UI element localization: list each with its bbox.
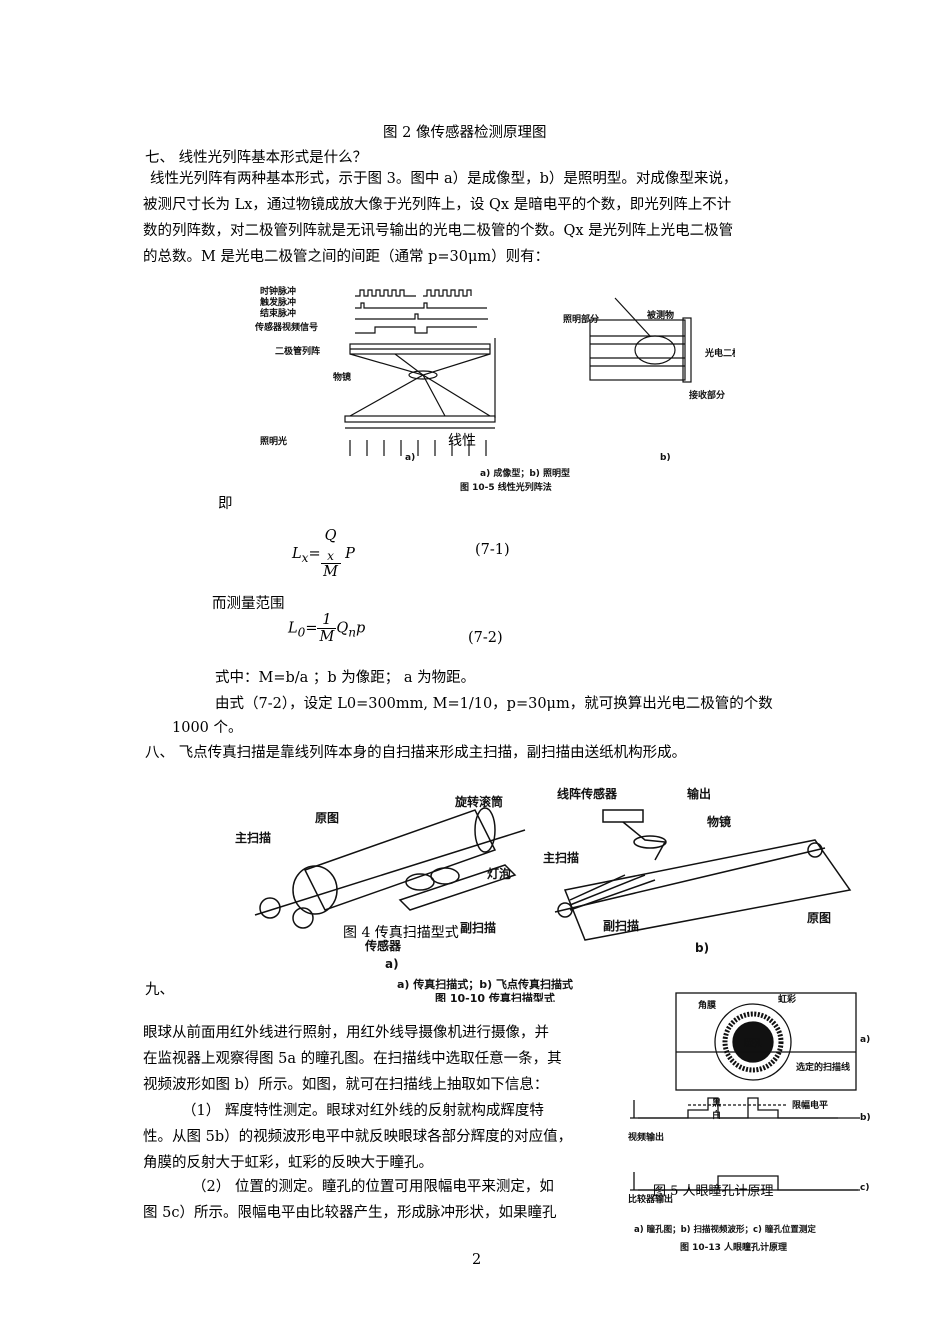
fig4-label-sensor: 传感器 — [364, 938, 402, 953]
fig3-label-photodiode: 光电二极管（20um） — [704, 347, 735, 359]
fig4-label-drum: 旋转滚筒 — [454, 794, 503, 809]
fig3-label-light: 照明光 — [260, 435, 287, 447]
section8-text: 八、 飞点传真扫描是靠线列阵本身的自扫描来形成主扫描，副扫描由送纸机构形成。 — [145, 745, 687, 761]
f1-num: Q — [324, 528, 337, 544]
measure-range-text: 而测量范围 — [212, 596, 285, 612]
f1-den: M — [323, 563, 338, 580]
s9-line-3: 视频波形如图 b）所示。如图，就可在扫描线上抽取如下信息： — [143, 1077, 549, 1093]
f2-tail-sub: n — [348, 625, 357, 640]
calc-line-2: 1000 个。 — [172, 720, 243, 736]
fig4-label-original-b: 原图 — [807, 911, 831, 925]
f2-num: 1 — [317, 612, 337, 629]
fig4-label-sub-scan: 副扫描 — [460, 920, 496, 935]
fig3-caption-1: a) 成像型；b) 照明型 — [480, 467, 570, 479]
fig5-label-black: 黑 — [712, 1098, 721, 1109]
fig4-label-sub-scan-b: 副扫描 — [603, 918, 639, 933]
fig5-sub-a: a) — [860, 1035, 870, 1045]
f2-tail: Q — [336, 620, 349, 637]
fig4-label-line-sensor: 线阵传感器 — [557, 786, 618, 801]
fig3-linear-array-diagram: 时钟脉冲 触发脉冲 结束脉冲 传感器视频信号 二极管列阵 物镜 照明光 照明部分… — [255, 285, 735, 493]
f2-den: M — [319, 629, 335, 645]
where-text: 式中：M=b/a ；b 为像距； a 为物距。 — [215, 670, 476, 686]
f1-tag: (7-1) — [475, 542, 510, 558]
fig5-label-comp-out: 比较器输出 — [628, 1193, 673, 1205]
fig3-label-object: 被测物 — [647, 309, 674, 321]
page-number: 2 — [472, 1252, 482, 1268]
fig5-caption-1: a) 瞳孔图；b) 扫描视频波形；c) 瞳孔位置测定 — [634, 1224, 816, 1235]
f1-lhs-sub: x — [301, 550, 309, 565]
fig3-caption-2: 图 10-5 线性光列阵法 — [460, 481, 552, 493]
fig2-caption: 图 2 像传感器检测原理图 — [383, 125, 547, 141]
fig4-overlay-text: 图 4 传真扫描型式 — [343, 925, 459, 941]
fig5-sub-c: c) — [860, 1183, 869, 1193]
fig4-label-main-scan-b: 主扫描 — [543, 850, 579, 865]
fig5-label-pupil: 瞳孔 — [744, 1037, 762, 1049]
fig3-label-illum-part: 照明部分 — [563, 313, 599, 325]
fig5-label-white: 白 — [712, 1109, 721, 1121]
s7-line-2: 被测尺寸长为 Lx，通过物镜成放大像于光列阵上，设 Qx 是暗电平的个数，即光列… — [143, 197, 732, 213]
section9-number: 九、 — [145, 982, 174, 998]
fig3-label-video: 传感器视频信号 — [255, 321, 318, 333]
s9-line-1: 眼球从前面用红外线进行照射，用红外线导摄像机进行摄像，并 — [143, 1025, 549, 1041]
fig5-pupillometer-diagram: 角膜 虹彩 瞳孔 选定的扫描线 黑 白 限幅电平 视频输出 比较器输出 a) b… — [628, 992, 871, 1253]
f2-tag: (7-2) — [468, 630, 503, 646]
fig4-label-original: 原图 — [315, 811, 339, 825]
fig5-label-limit: 限幅电平 — [792, 1099, 828, 1111]
f1-num-sub: x — [327, 548, 334, 563]
s7-line-1: 线性光列阵有两种基本形式，示于图 3。图中 a）是成像型，b）是照明型。对成像型… — [150, 171, 738, 187]
calc-line-1: 由式（7-2），设定 L0=300mm, M=1/10，p=30μm，就可换算出… — [215, 696, 773, 712]
fig4-label-lamp: 灯泡 — [487, 866, 511, 881]
fig3-label-end: 结束脉冲 — [260, 307, 296, 319]
f1-lhs: L — [292, 545, 302, 562]
fig4-sub-b: b) — [695, 941, 709, 955]
f2-lhs-sub: 0 — [297, 625, 306, 640]
s9-line-5: 性。从图 5b）的视频波形电平中就反映眼球各部分辉度的对应值， — [143, 1129, 573, 1145]
fig4-sub-a: a) — [385, 957, 399, 971]
fig4-label-output: 输出 — [687, 786, 711, 801]
fig5-overlay-text: 图 5 人眼瞳孔计原理 — [653, 1184, 774, 1199]
f2-tail2: p — [356, 620, 366, 637]
fig5-caption-2: 图 10-13 人眼瞳孔计原理 — [680, 1241, 787, 1253]
fig5-label-video-out: 视频输出 — [628, 1131, 664, 1143]
s9-line-7: （2） 位置的测定。瞳孔的位置可用限幅电平来测定，如 — [192, 1179, 554, 1195]
fig4-caption-1: a) 传真扫描式；b) 飞点传真扫描式 — [397, 977, 573, 991]
s9-line-2: 在监视器上观察得图 5a 的瞳孔图。在扫描线中选取任意一条，其 — [143, 1051, 562, 1067]
fig3-label-clock: 时钟脉冲 — [260, 285, 296, 297]
fig4-fax-scan-diagram: 旋转滚筒 原图 主扫描 灯泡 副扫描 传感器 线阵传感器 输出 物镜 主扫描 副… — [235, 786, 852, 1002]
fig4-label-main-scan: 主扫描 — [235, 830, 271, 845]
fig3-label-receive: 接收部分 — [689, 389, 725, 401]
section7-heading: 七、 线性光列阵基本形式是什么？ — [145, 150, 368, 166]
f1-tail: P — [345, 545, 355, 562]
fig3-sub-a: a) — [405, 453, 415, 463]
fig4-caption-2: 图 10-10 传真扫描型式 — [435, 991, 555, 1002]
fig5-label-scanline: 选定的扫描线 — [796, 1061, 850, 1073]
s9-line-4: （1） 辉度特性测定。眼球对红外线的反射就构成辉度特 — [182, 1103, 544, 1119]
fig4-label-lens: 物镜 — [707, 814, 731, 829]
s7-line-3: 数的列阵数，对二极管列阵就是无讯号输出的光电二极管的个数。Qx 是光列阵上光电二… — [143, 223, 734, 239]
fig3-label-diode-array: 二极管列阵 — [275, 345, 320, 357]
s9-line-8: 图 5c）所示。限幅电平由比较器产生，形成脉冲形状，如果瞳孔 — [143, 1205, 557, 1221]
fig5-label-cornea: 角膜 — [698, 999, 717, 1011]
fig3-sub-b: b) — [660, 453, 671, 463]
s9-line-6: 角膜的反射大于虹彩，虹彩的反映大于瞳孔。 — [143, 1155, 433, 1171]
f2-lhs: L — [288, 620, 298, 637]
s7-line-4: 的总数。M 是光电二极管之间的间距（通常 p=30μm）则有： — [143, 249, 550, 265]
fig3-label-lens: 物镜 — [333, 371, 351, 383]
fig3-overlay-text: 线性 — [448, 433, 476, 449]
ji-text: 即 — [218, 496, 233, 512]
fig5-label-iris: 虹彩 — [778, 993, 796, 1005]
fig5-sub-b: b) — [860, 1113, 871, 1123]
fig3-label-trigger: 触发脉冲 — [259, 296, 296, 308]
